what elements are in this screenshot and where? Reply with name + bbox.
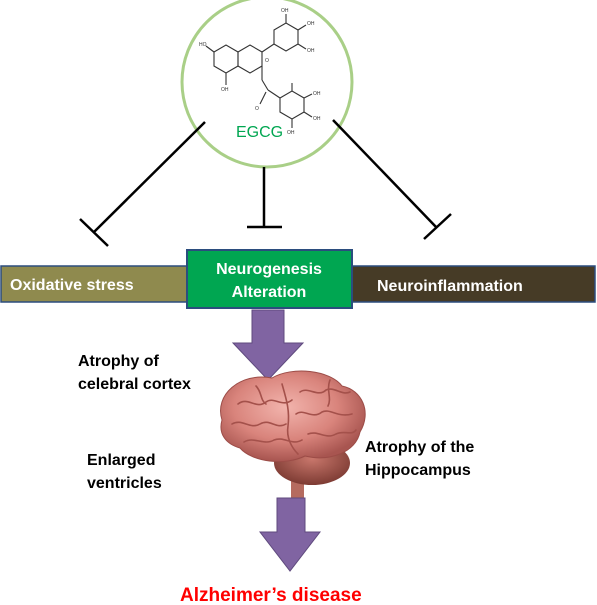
- svg-text:HO: HO: [199, 42, 207, 48]
- neuroinflammation-label: Neuroinflammation: [377, 278, 523, 295]
- oxidative-stress-box: [0, 265, 192, 303]
- svg-text:OH: OH: [313, 91, 321, 97]
- brain-icon: [220, 370, 366, 500]
- inhibition-bar-left: [79, 218, 109, 247]
- neurogenesis-label-line2: Alteration: [232, 284, 307, 301]
- down-arrow-lower: [258, 497, 322, 572]
- neurogenesis-label-line1: Neurogenesis: [216, 261, 322, 278]
- oxidative-stress-label: Oxidative stress: [10, 277, 134, 294]
- inhibition-bar-right: [423, 213, 452, 240]
- compound-name: EGCG: [236, 124, 283, 141]
- inhibition-line-right: [332, 119, 438, 229]
- svg-text:OH: OH: [307, 48, 315, 54]
- hippocampus-annotation-line1: Atrophy of the: [365, 439, 474, 456]
- svg-text:OH: OH: [307, 21, 315, 27]
- down-arrow-upper: [231, 309, 305, 381]
- ventricles-annotation-line1: Enlarged: [87, 452, 155, 469]
- outcome-label: Alzheimer’s disease: [180, 585, 362, 605]
- molecule-atom-labels: HO OH OH OH OH O OH OH OH O: [199, 8, 321, 136]
- svg-text:OH: OH: [313, 116, 321, 122]
- svg-text:O: O: [255, 106, 259, 112]
- svg-text:OH: OH: [281, 8, 289, 14]
- egcg-circle: [180, 0, 354, 169]
- hippocampus-annotation-line2: Hippocampus: [365, 462, 471, 479]
- ventricles-annotation-line2: ventricles: [87, 475, 162, 492]
- svg-text:OH: OH: [221, 87, 229, 93]
- neurogenesis-box: [186, 249, 353, 309]
- inhibition-lines: [79, 119, 452, 247]
- svg-text:OH: OH: [287, 130, 295, 136]
- molecule-structure-icon: [205, 14, 313, 128]
- inhibition-line-left: [93, 121, 206, 233]
- cortex-annotation-line1: Atrophy of: [78, 353, 160, 370]
- svg-text:O: O: [265, 58, 269, 64]
- cortex-annotation-line2: celebral cortex: [78, 376, 191, 393]
